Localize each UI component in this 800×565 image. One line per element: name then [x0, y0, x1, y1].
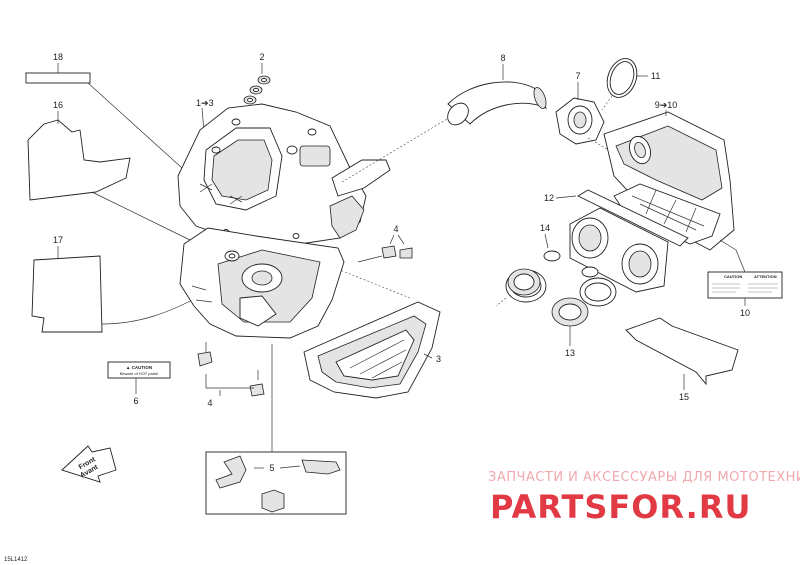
- decal-caution: CAUTION: [724, 274, 742, 279]
- figure-code: 15L1412: [4, 557, 28, 563]
- caution-title: CAUTION: [132, 365, 153, 370]
- caution-text: Beware of HOT parts!: [120, 371, 159, 376]
- callout-4-right: 4: [393, 224, 398, 234]
- callout-2: 2: [259, 52, 264, 62]
- callout-3: 3: [436, 354, 441, 364]
- front-arrow: Front Avant: [61, 445, 117, 483]
- callout-9: 9➔10: [655, 100, 678, 110]
- part-3-air-filter[interactable]: [303, 269, 441, 399]
- callout-11: 11: [651, 71, 660, 81]
- part-6-caution-label[interactable]: ▲ CAUTION Beware of HOT parts!: [107, 361, 171, 394]
- callout-12: 12: [544, 193, 554, 203]
- part-4-clips-right[interactable]: [357, 234, 413, 263]
- callout-18: 18: [53, 52, 63, 62]
- part-1-airbox-upper[interactable]: [177, 103, 391, 245]
- part-8-intake-hose[interactable]: [443, 64, 548, 129]
- part-5-clamps[interactable]: [205, 344, 347, 515]
- part-9-silencer[interactable]: [603, 110, 735, 251]
- part-17-insulation[interactable]: [31, 246, 201, 333]
- part-12-duct[interactable]: [555, 189, 689, 247]
- watermark-logo: PARTSFOR.RU: [490, 488, 751, 526]
- callout-17: 17: [53, 235, 63, 245]
- callout-10-decal: 10: [740, 308, 750, 318]
- callout-7: 7: [575, 71, 580, 81]
- part-4-clips-bottom[interactable]: [197, 342, 265, 397]
- callout-5: 5: [269, 463, 274, 473]
- callout-14: 14: [540, 223, 550, 233]
- callout-15: 15: [679, 392, 689, 402]
- watermark-tagline: ЗАПЧАСТИ И АКСЕССУАРЫ ДЛЯ МОТОТЕХНИКИ: [488, 470, 800, 485]
- callout-1: 1➔3: [196, 98, 214, 108]
- part-15-pad[interactable]: [625, 317, 739, 390]
- callout-4-bottom: 4: [207, 398, 212, 408]
- callout-13: 13: [565, 348, 575, 358]
- airbox-lower-housing[interactable]: [179, 227, 345, 339]
- part-18-label-strip[interactable]: [25, 63, 183, 169]
- part-11-o-ring[interactable]: [601, 54, 648, 111]
- part-14-throttle-boots[interactable]: [543, 207, 669, 293]
- decal-attention: ATTENTION: [754, 274, 777, 279]
- callout-16: 16: [53, 100, 63, 110]
- part-2-grommets[interactable]: [243, 63, 271, 105]
- part-7-adapter[interactable]: [555, 82, 627, 161]
- part-10-decal[interactable]: CAUTION ATTENTION: [707, 239, 783, 306]
- part-16-insulation[interactable]: [27, 111, 191, 241]
- callout-6: 6: [133, 396, 138, 406]
- part-13-rings[interactable]: [507, 268, 589, 346]
- svg-text:▲ CAUTION: ▲ CAUTION: [126, 365, 152, 370]
- callout-8: 8: [500, 53, 505, 63]
